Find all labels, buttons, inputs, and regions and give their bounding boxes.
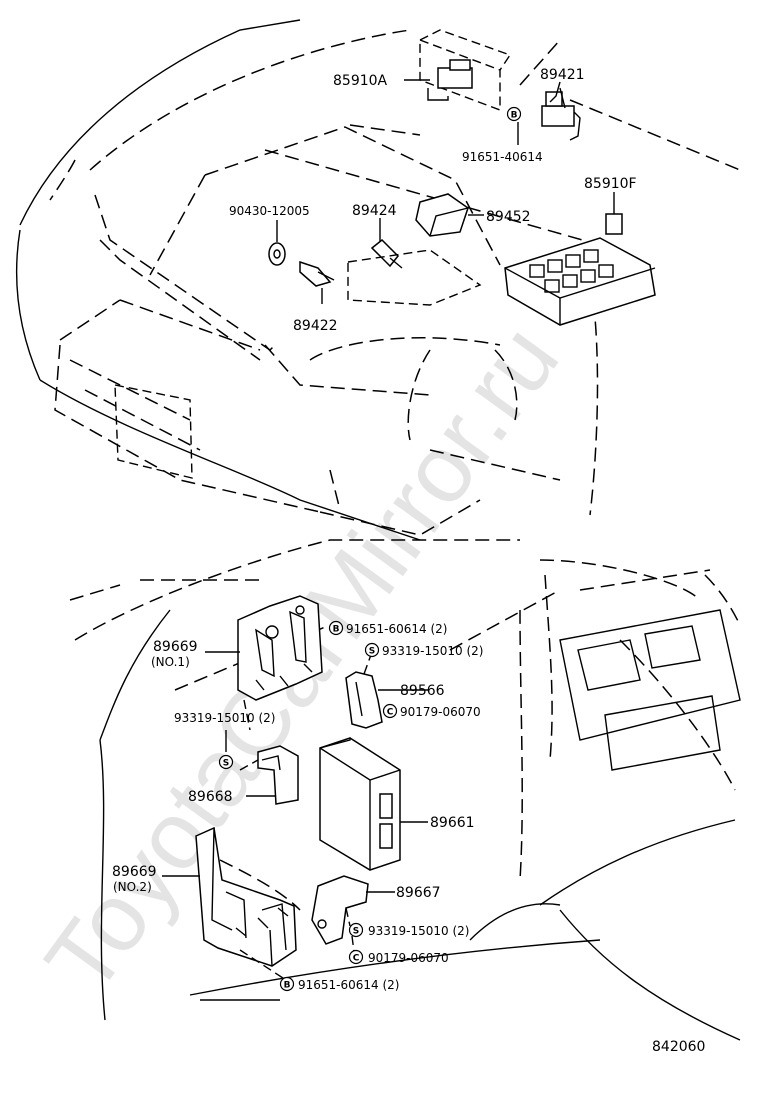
nut-symbol-90179-a: C bbox=[382, 703, 398, 719]
svg-text:C: C bbox=[353, 954, 360, 964]
nut-symbol-90179-b: C bbox=[348, 949, 364, 965]
label-89424: 89424 bbox=[352, 203, 397, 219]
module-89452 bbox=[415, 193, 469, 237]
label-93319-15010-b: 93319-15010 (2) bbox=[174, 711, 276, 725]
label-90430-12005: 90430-12005 bbox=[229, 204, 310, 218]
bottom-leaders bbox=[162, 651, 428, 893]
sensor-89424 bbox=[347, 218, 482, 306]
top-leaders bbox=[276, 79, 561, 242]
label-89421: 89421 bbox=[540, 67, 585, 83]
label-93319-15010-a: 93319-15010 (2) bbox=[382, 644, 484, 658]
label-89669-no2: 89669 bbox=[112, 864, 157, 880]
label-89422: 89422 bbox=[293, 318, 338, 334]
bolt-symbol-91651-40614: B bbox=[506, 106, 522, 122]
bracket-89669-no2 bbox=[195, 826, 301, 981]
label-90179-06070-b: 90179-06070 bbox=[368, 951, 449, 965]
bracket-89667 bbox=[311, 875, 369, 953]
svg-text:S: S bbox=[369, 647, 375, 657]
label-89452: 89452 bbox=[486, 209, 531, 225]
svg-text:B: B bbox=[333, 625, 340, 635]
label-93319-15010-c: 93319-15010 (2) bbox=[368, 924, 470, 938]
bracket-89668 bbox=[239, 745, 299, 805]
label-91651-60614-a: 91651-60614 (2) bbox=[346, 622, 448, 636]
label-89669-no2-sub: (NO.2) bbox=[113, 880, 152, 894]
relay-85910A bbox=[419, 29, 512, 112]
label-89668: 89668 bbox=[188, 789, 233, 805]
relay-85910F bbox=[605, 192, 623, 235]
label-89669-no1: 89669 bbox=[153, 639, 198, 655]
sensor-89422 bbox=[299, 260, 335, 304]
bolt-symbol-91651-60614-a: B bbox=[328, 620, 344, 636]
label-89566: 89566 bbox=[400, 683, 445, 699]
fuse-slots bbox=[529, 249, 614, 293]
svg-text:C: C bbox=[387, 708, 394, 718]
label-85910A: 85910A bbox=[333, 73, 388, 89]
diagram-code: 842060 bbox=[652, 1039, 705, 1055]
screw-symbol-93319-b: S bbox=[218, 754, 234, 770]
label-89669-no1-sub: (NO.1) bbox=[151, 655, 190, 669]
screw-symbol-93319-a: S bbox=[364, 642, 380, 658]
label-91651-60614-b: 91651-60614 (2) bbox=[298, 978, 400, 992]
svg-text:B: B bbox=[284, 981, 291, 991]
ecu-89661 bbox=[319, 737, 401, 871]
label-91651-40614: 91651-40614 bbox=[462, 150, 543, 164]
svg-text:S: S bbox=[223, 759, 229, 769]
svg-text:B: B bbox=[511, 111, 518, 121]
washer-90430 bbox=[268, 242, 286, 266]
sensor-89421 bbox=[541, 87, 581, 141]
bracket-89669-no1 bbox=[237, 595, 323, 731]
label-89667: 89667 bbox=[396, 885, 441, 901]
bottom-part-labels: 91651-60614 (2) 89669 (NO.1) 93319-15010… bbox=[112, 622, 484, 992]
fuse-box bbox=[504, 237, 656, 326]
screw-symbol-93319-c: S bbox=[348, 922, 364, 938]
label-89661: 89661 bbox=[430, 815, 475, 831]
car-front-outline bbox=[15, 19, 741, 541]
top-part-labels: 85910A 89421 91651-40614 85910F 90430-12… bbox=[229, 67, 637, 334]
label-85910F: 85910F bbox=[584, 176, 637, 192]
svg-text:S: S bbox=[353, 927, 359, 937]
bolt-symbol-91651-60614-b: B bbox=[279, 976, 295, 992]
bracket-89566 bbox=[345, 651, 383, 729]
label-90179-06070-a: 90179-06070 bbox=[400, 705, 481, 719]
